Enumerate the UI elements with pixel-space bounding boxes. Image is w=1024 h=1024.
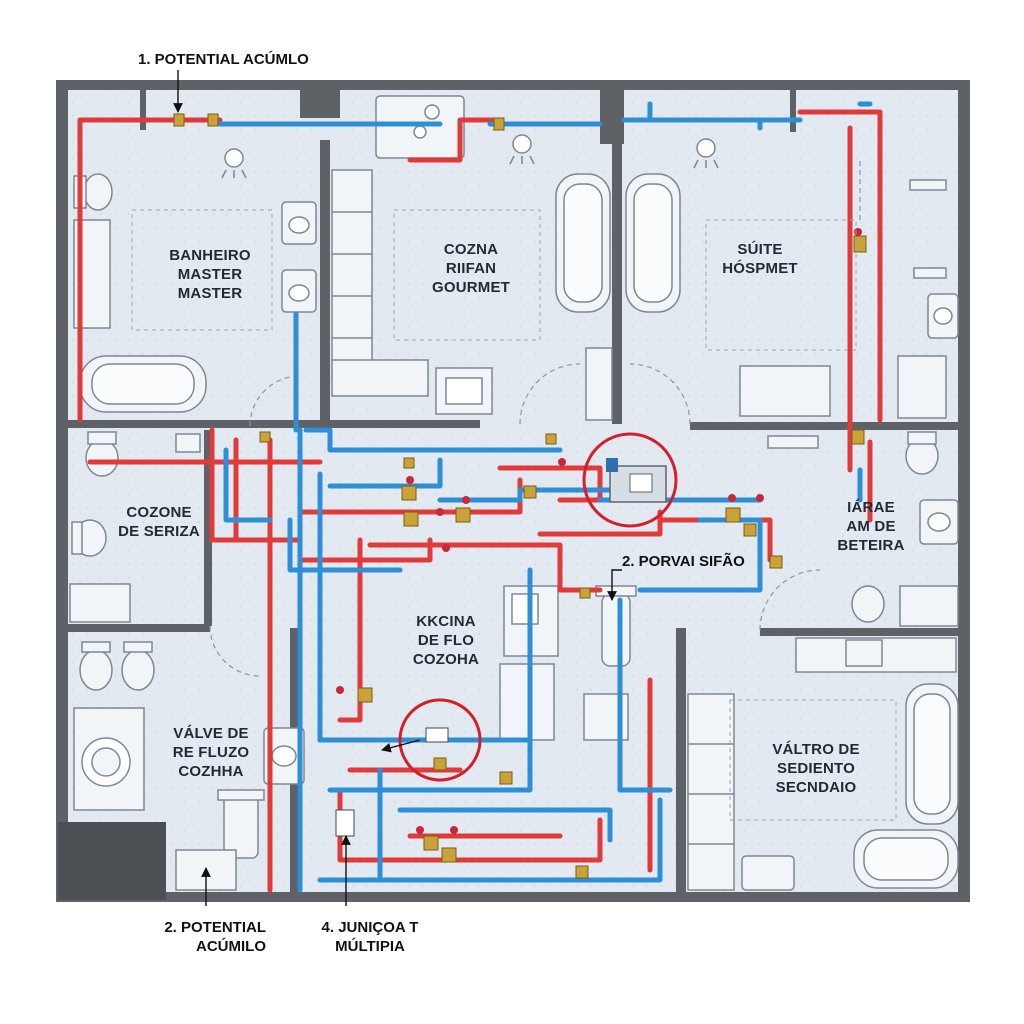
room-label-cozinha-gourmet: COZNA RIIFAN GOURMET: [431, 241, 511, 296]
room-label-area-de-beteira: IÁRAE AM DE BETEIRA: [837, 499, 905, 554]
bathtub-icon: [555, 173, 611, 313]
valve-icon: [455, 507, 471, 523]
valve-icon: [853, 235, 867, 253]
valve-icon: [851, 429, 865, 445]
bathtub-icon: [625, 173, 681, 313]
pressure-control-box: [606, 458, 667, 503]
valve-icon: [207, 113, 219, 127]
valve-icon: [523, 485, 537, 499]
callout-porvai-sifao: 2. PORVAI SIFÃO: [622, 553, 745, 570]
toilet-icon: [71, 519, 107, 557]
cabinet: [585, 347, 613, 421]
counter: [331, 359, 429, 397]
valve-icon: [579, 587, 591, 599]
sink-icon: [927, 293, 959, 339]
bathtub-icon: [905, 683, 959, 825]
sink-icon: [281, 201, 317, 245]
valve-handles: [336, 228, 862, 834]
water-filter-icon: [217, 789, 265, 859]
valve-icon: [493, 117, 505, 131]
shower-icon: [221, 148, 247, 179]
washing-machine-icon: [73, 707, 145, 811]
valve-icon: [401, 485, 417, 501]
valve-icon: [575, 865, 589, 879]
bathtub-icon: [79, 355, 207, 413]
shower-icon: [509, 134, 535, 165]
shelf: [913, 267, 947, 279]
leader-lines: [173, 70, 622, 906]
room-label-kkcina-flo: KKCINA DE FLO COZOHA: [412, 613, 480, 668]
valves: [173, 113, 867, 879]
valve-icon: [423, 835, 439, 851]
shower-icon: [693, 138, 719, 169]
valve-icon: [403, 457, 415, 469]
counter: [331, 169, 373, 381]
sink-icon: [741, 855, 795, 891]
cabinet: [767, 435, 819, 449]
valve-icon: [499, 771, 513, 785]
toilet-icon: [121, 641, 155, 691]
water-heater-icon: [375, 95, 465, 159]
callout-potential-acumulo-top: 1. POTENTIAL ACÚMLO: [138, 51, 309, 68]
valve-icon: [259, 431, 271, 443]
cabinet: [739, 365, 831, 417]
room-label-valtro-sedimento: VÁLTRO DE SEDIENTO SECNDAIO: [772, 741, 860, 796]
appliance: [499, 663, 555, 741]
callout-juncao-multipla: 4. JUNIÇOA T MÚLTIPIA: [321, 919, 419, 955]
drain-box: [335, 727, 449, 837]
room-label-cozone-serviza: COZONE DE SERIZA: [118, 504, 200, 540]
toilet-icon: [851, 585, 885, 623]
toilet-icon: [905, 431, 939, 475]
stove-icon: [435, 367, 493, 415]
cold-water-pipes: [217, 101, 873, 893]
switch-box: [175, 433, 201, 453]
cabinet: [899, 585, 959, 627]
valve-icon: [545, 433, 557, 445]
sink-icon: [263, 727, 305, 785]
counter: [687, 693, 735, 891]
room-label-suite-hospede: SÚITE HÓSPMET: [722, 241, 798, 277]
sink-icon: [845, 639, 883, 667]
sink-icon: [281, 269, 317, 313]
door-swings: [209, 160, 861, 677]
callout-circle-sifao: [582, 432, 678, 528]
toilet-icon: [85, 431, 119, 477]
zone-outlines: [131, 209, 897, 821]
valve-icon: [403, 511, 419, 527]
callout-circle-acumulo: [398, 698, 482, 782]
cabinet: [69, 583, 131, 623]
valve-icon: [441, 847, 457, 863]
sink-icon: [919, 499, 959, 545]
valve-icon: [433, 757, 447, 771]
outer-walls: [56, 80, 970, 902]
valve-icon: [743, 523, 757, 537]
room-label-valve-fluzo: VÁLVE DE RE FLUZO COZHHA: [172, 725, 250, 780]
valve-icon: [173, 113, 185, 127]
toilet-icon: [79, 641, 113, 691]
cabinet: [897, 355, 947, 419]
valve-icon: [769, 555, 783, 569]
valve-icon: [725, 507, 741, 523]
shelf: [909, 179, 947, 191]
room-label-banheiro-master: BANHEIRO MASTER MASTER: [169, 247, 251, 302]
callout-potential-acumulo-bottom: 2. POTENTIAL ACÚMILO: [164, 919, 266, 955]
bathtub-icon: [853, 829, 959, 889]
valve-icon: [357, 687, 373, 703]
